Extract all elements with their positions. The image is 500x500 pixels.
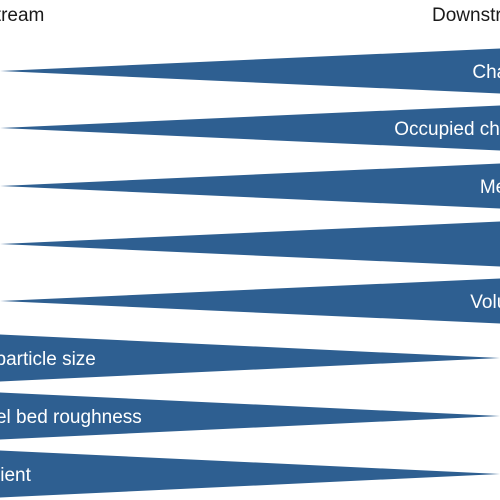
upstream-header: Upstream	[0, 5, 44, 26]
downstream-header: Downstream	[432, 5, 500, 26]
label-load-particle-size: Load particle size	[0, 349, 96, 370]
label-channel-depth: Channel depth	[472, 62, 500, 83]
wedge-increasing-channel-depth	[0, 48, 500, 94]
wedge-decreasing-channel-bed-roughness	[0, 392, 500, 440]
wedge-increasing-mean-velocity	[0, 163, 500, 209]
wedge-decreasing-gradient	[0, 450, 500, 498]
label-channel-bed-roughness: Channel bed roughness	[0, 407, 142, 428]
label-occupied-channel-width: Occupied channel width	[394, 119, 500, 140]
label-mean-velocity: Mean velocity	[480, 177, 500, 198]
wedge-increasing-occupied-channel-width	[0, 105, 500, 151]
wedge-decreasing-load-particle-size	[0, 334, 500, 382]
wedge-increasing-volume-of-load	[0, 278, 500, 324]
label-gradient: Gradient	[0, 465, 32, 486]
label-volume-of-load: Volume of load	[470, 292, 500, 313]
wedge-increasing-discharge	[0, 221, 500, 267]
wedge-group: Channel depthOccupied channel widthMean …	[0, 48, 500, 498]
